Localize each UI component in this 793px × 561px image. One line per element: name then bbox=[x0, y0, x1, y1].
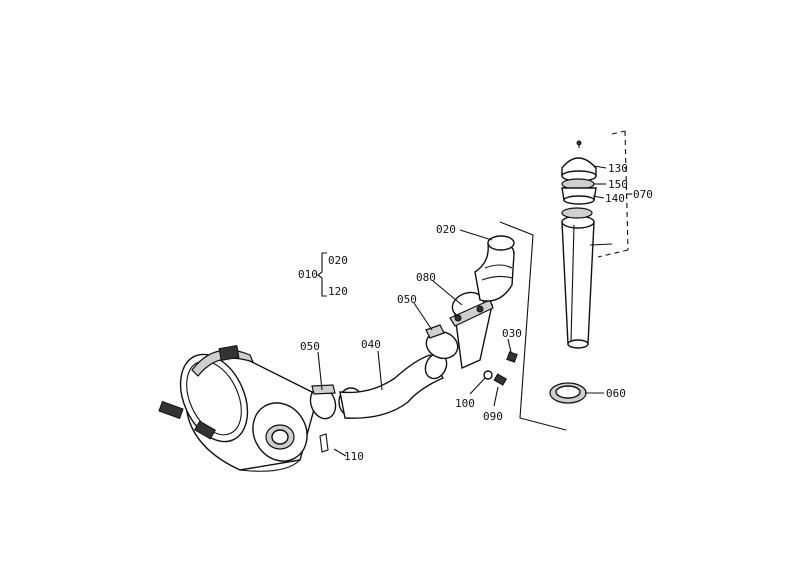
body-140 bbox=[561, 187, 597, 205]
label-030: 030 bbox=[502, 327, 522, 340]
elbow-020 bbox=[474, 235, 515, 302]
hose-clamp-050-upper bbox=[425, 324, 459, 360]
cap-130 bbox=[561, 140, 597, 182]
label-050-upper: 050 bbox=[397, 293, 417, 306]
label-140: 140 bbox=[605, 192, 625, 205]
bolt-030 bbox=[506, 351, 518, 363]
label-010-sub-120: 120 bbox=[328, 285, 348, 298]
assembly-line-right bbox=[499, 221, 567, 431]
precleaner-stack-070 bbox=[561, 207, 595, 349]
bolt-090 bbox=[493, 373, 508, 386]
clip-110 bbox=[319, 433, 329, 453]
label-020: 020 bbox=[436, 223, 456, 236]
label-070: 070 bbox=[633, 188, 653, 201]
air-cleaner-assembly bbox=[158, 344, 319, 472]
label-100: 100 bbox=[455, 397, 475, 410]
label-080: 080 bbox=[416, 271, 436, 284]
label-090: 090 bbox=[483, 410, 503, 423]
label-010: 010 bbox=[298, 268, 318, 281]
label-040: 040 bbox=[361, 338, 381, 351]
leader-lines bbox=[317, 130, 632, 457]
label-050-lower: 050 bbox=[300, 340, 320, 353]
washer-100 bbox=[483, 370, 493, 380]
label-010-sub-020: 020 bbox=[328, 254, 348, 267]
pipe-040 bbox=[339, 352, 448, 419]
seal-060 bbox=[549, 382, 587, 404]
label-150: 150 bbox=[608, 178, 628, 191]
label-060: 060 bbox=[606, 387, 626, 400]
bracket-080 bbox=[449, 291, 494, 370]
group-bracket-010 bbox=[317, 252, 327, 297]
label-110: 110 bbox=[344, 450, 364, 463]
label-130: 130 bbox=[608, 162, 628, 175]
